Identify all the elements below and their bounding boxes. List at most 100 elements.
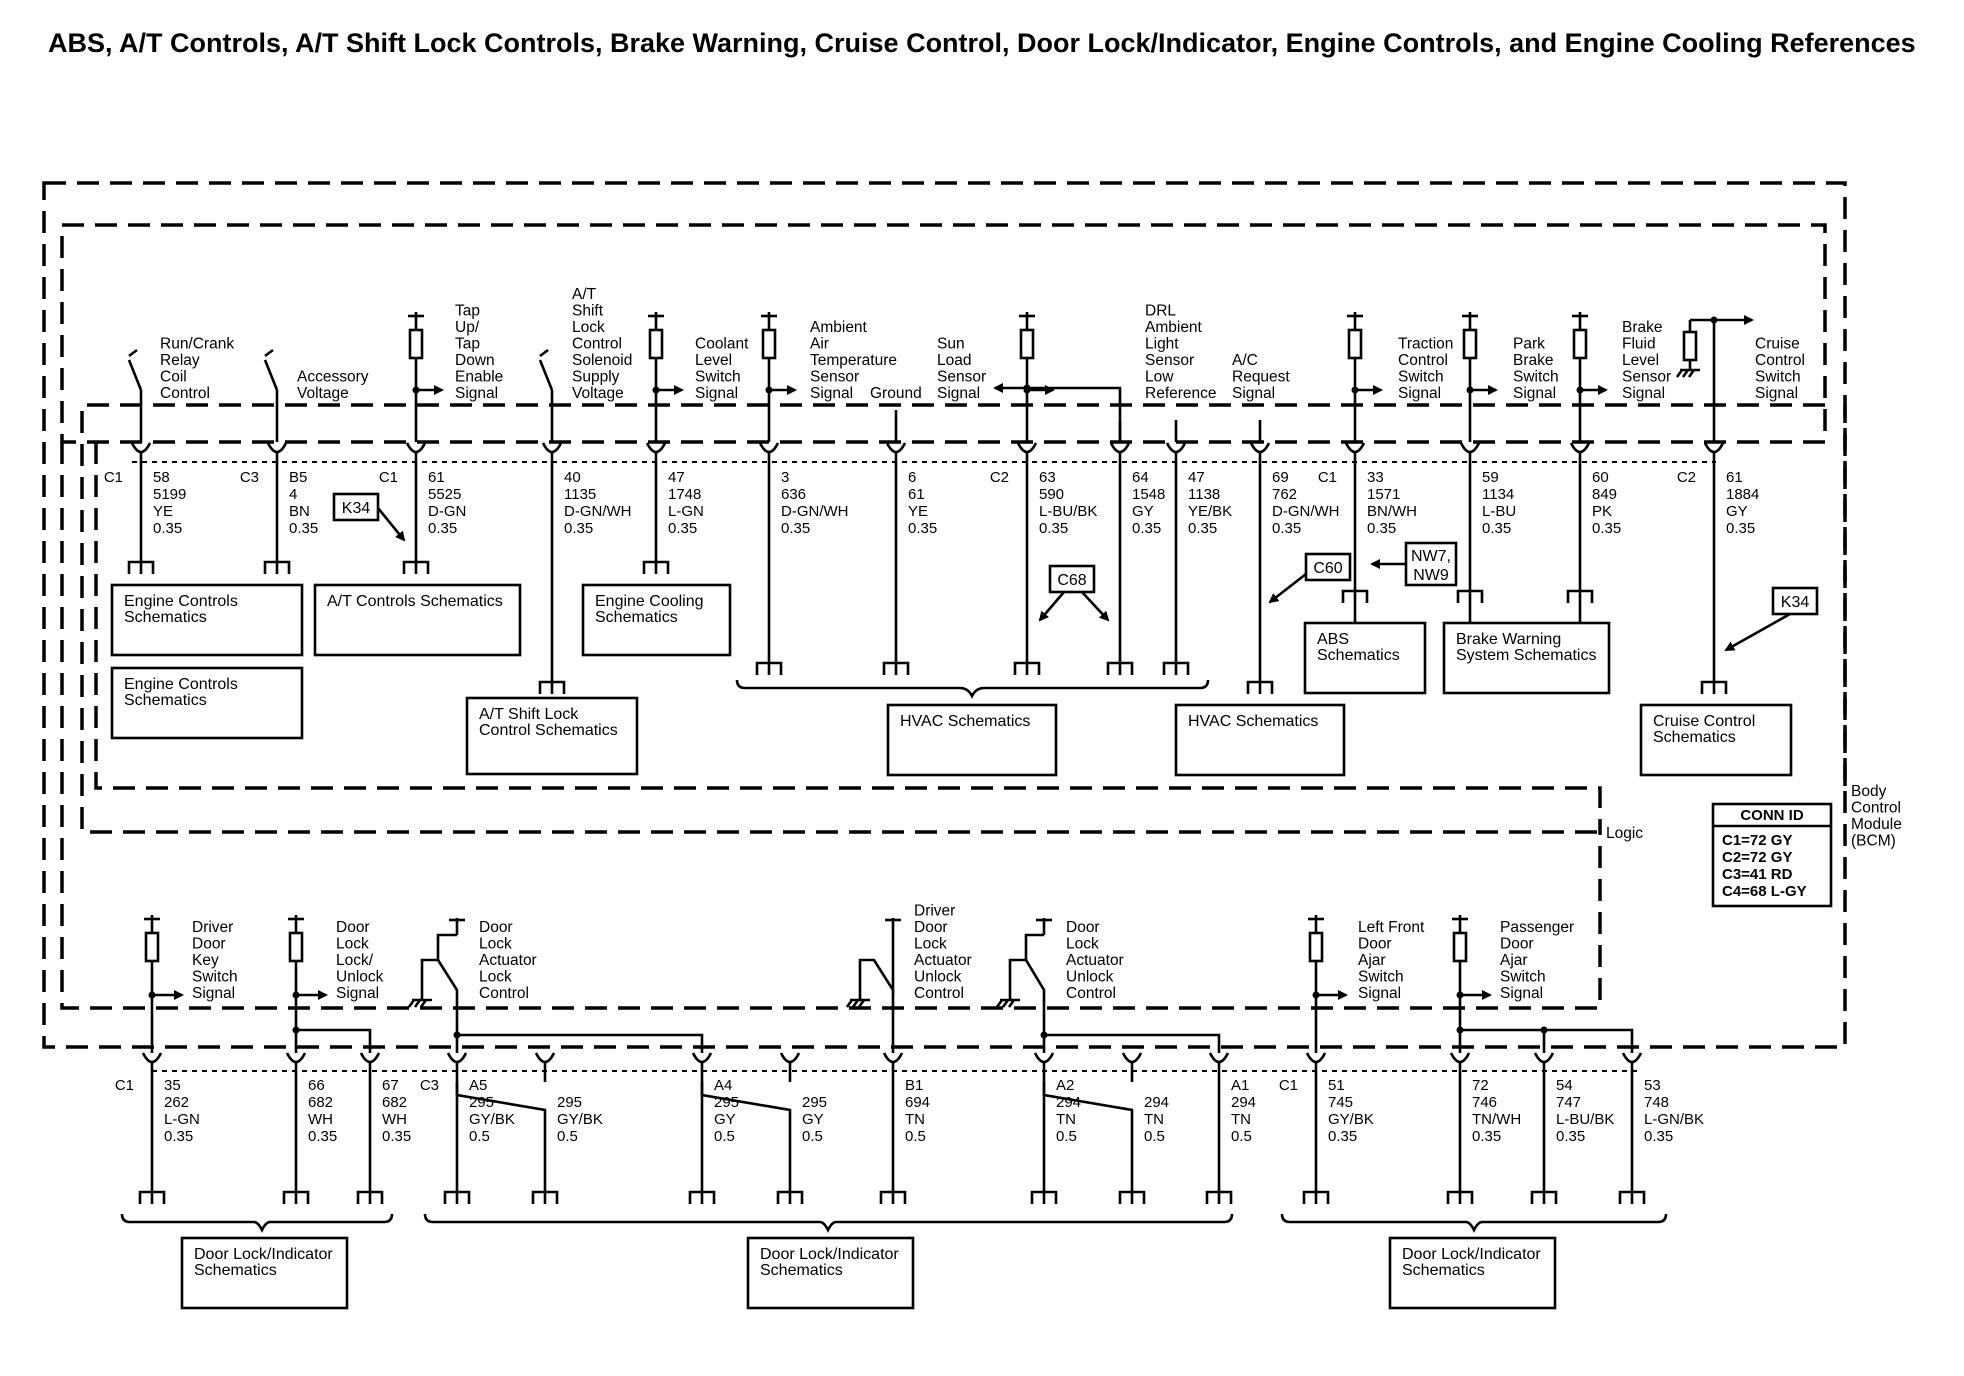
top-circuit-3: 401135D-GN/WH0.35A/TShiftLockControlSole… xyxy=(538,286,632,694)
terminal-symbol xyxy=(263,560,291,574)
ground-symbol xyxy=(1681,369,1690,378)
pin-number: A4 xyxy=(714,1077,732,1094)
signal-label: Door xyxy=(914,919,948,936)
sun-load-wiring xyxy=(993,383,1122,442)
signal-label: Signal xyxy=(1500,985,1543,1002)
circuit-number: 748 xyxy=(1644,1094,1669,1111)
pin-number: A2 xyxy=(1056,1077,1074,1094)
door-lock-ref-box-2-label: Door Lock/Indicator xyxy=(1402,1246,1541,1263)
connector-symbol xyxy=(130,442,152,454)
connector-symbol xyxy=(1621,1052,1643,1064)
bracket xyxy=(1280,1213,1668,1233)
circuit-number: 636 xyxy=(781,486,806,503)
ground-symbol xyxy=(995,999,1004,1008)
resistor-symbol xyxy=(761,328,777,360)
resistor-symbol xyxy=(1019,328,1035,360)
connector-symbol xyxy=(691,1052,713,1064)
pin-number: 63 xyxy=(1039,469,1056,486)
wire-size: 0.5 xyxy=(1056,1128,1077,1145)
signal-label: Signal xyxy=(1232,385,1275,402)
wire-color: L-GN/BK xyxy=(1644,1111,1704,1128)
ref-box-6: HVAC Schematics xyxy=(1174,703,1346,777)
pin-number: 47 xyxy=(1188,469,1205,486)
splice-dot xyxy=(453,1031,461,1039)
signal-label: Signal xyxy=(810,385,853,402)
connector-symbol xyxy=(882,1052,904,1064)
wire-size: 0.5 xyxy=(802,1128,823,1145)
splice-dot xyxy=(1540,1026,1548,1034)
tag-nw7-nw9-label: NW7, xyxy=(1411,548,1451,565)
circuit-number: 1548 xyxy=(1132,486,1165,503)
pin-number: 40 xyxy=(564,469,581,486)
connector-symbol xyxy=(1459,442,1481,454)
tag-nw7-nw9-frame xyxy=(1404,541,1458,587)
tag-c68-frame xyxy=(1048,564,1096,594)
splice-dot xyxy=(1710,316,1718,324)
circuit-number: 1138 xyxy=(1188,486,1220,503)
wire xyxy=(1044,1033,1221,1053)
resistor-symbol xyxy=(288,931,304,963)
connector-symbol xyxy=(534,1052,556,1064)
wire-color: TN xyxy=(1056,1111,1076,1128)
circuit-number: 295 xyxy=(802,1094,827,1111)
signal-label: Key xyxy=(192,952,219,969)
wire xyxy=(1042,1082,1134,1204)
signal-label: Door xyxy=(479,919,513,936)
wire-color: GY/BK xyxy=(557,1111,603,1128)
ref-box-3-label: Schematics xyxy=(595,609,678,626)
signal-label: Switch xyxy=(1513,369,1559,386)
ref-box-5: HVAC Schematics xyxy=(886,703,1058,777)
tag-k34-tcm-label: K34 xyxy=(342,500,371,517)
signal-label: Request xyxy=(1232,369,1290,386)
pin-number: 3 xyxy=(781,469,789,486)
wire-size: 0.35 xyxy=(1272,520,1301,537)
wire-size: 0.35 xyxy=(1556,1128,1585,1145)
conn-id-header: CONN ID xyxy=(1740,807,1804,824)
pin-number: 58 xyxy=(153,469,170,486)
signal-label: Lock xyxy=(914,936,947,953)
signal-label: Ambient xyxy=(810,319,868,336)
wire-size: 0.35 xyxy=(1472,1128,1501,1145)
wire-color: TN/WH xyxy=(1472,1111,1521,1128)
terminal-symbol xyxy=(882,661,910,675)
circuit-number: 849 xyxy=(1592,486,1617,503)
wire-color: GY xyxy=(802,1111,824,1128)
ref-box-7-frame xyxy=(1303,621,1427,695)
circuit-number: 747 xyxy=(1556,1094,1581,1111)
pin-number: 35 xyxy=(164,1077,181,1094)
resistor-symbol xyxy=(408,328,424,360)
wire-size: 0.35 xyxy=(153,520,182,537)
signal-label: Low xyxy=(1145,369,1174,386)
top-circuit-9: 471138YE/BK0.35DRLAmbientLightSensorLowR… xyxy=(1145,303,1232,675)
signal-label: Sensor xyxy=(1145,352,1194,369)
wire-size: 0.35 xyxy=(1726,520,1755,537)
signal-label: Sensor xyxy=(810,369,859,386)
terminal-symbol xyxy=(1566,589,1594,603)
signal-label: Signal xyxy=(1755,385,1798,402)
signal-label: Passenger xyxy=(1500,919,1574,936)
ref-box-0-frame xyxy=(110,583,304,657)
tag-c60: C60 xyxy=(1304,552,1352,582)
conn-id-line: C3=41 RD xyxy=(1722,866,1793,883)
signal-label: Unlock xyxy=(914,969,962,986)
connector-symbol xyxy=(405,442,427,454)
ref-box-5-label: HVAC Schematics xyxy=(900,713,1030,730)
module-label: Module xyxy=(1851,816,1902,833)
